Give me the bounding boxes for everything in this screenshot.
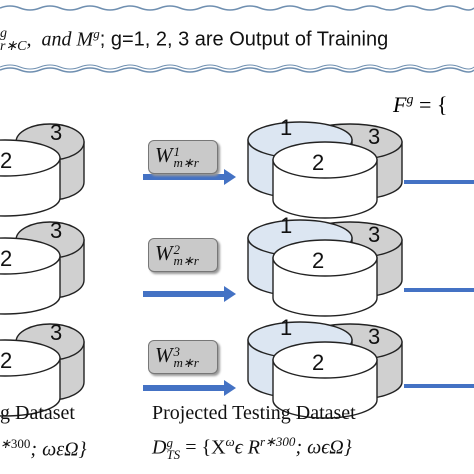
cylinder-label-3: 3 — [368, 324, 380, 349]
output-arrow-3 — [404, 384, 474, 388]
and-m-label: and M — [41, 28, 94, 51]
cylinder-label-3: 3 — [368, 124, 380, 149]
left-formula: ∗300; ωεΩ} — [0, 436, 87, 461]
right-caption: Projected Testing Dataset — [152, 402, 356, 424]
projection-arrow-2 — [143, 286, 236, 302]
projected-cylinder-group-3: 1 3 2 — [247, 315, 403, 419]
output-arrow-1 — [404, 180, 474, 184]
projected-cylinder-group-2: 1 3 2 — [247, 213, 403, 317]
cylinder-label-2: 2 — [312, 248, 324, 273]
cylinder-label-1: 1 — [280, 115, 292, 140]
cylinder-2 — [272, 141, 378, 219]
cylinder-2 — [272, 239, 378, 317]
projection-arrow-1 — [143, 169, 236, 185]
cylinder-2 — [0, 237, 61, 315]
banner-border-inner — [0, 64, 474, 70]
dataset-cylinder-group-3: 32 — [0, 320, 85, 417]
cylinder-2 — [272, 341, 378, 419]
cylinder-label-2: 2 — [312, 150, 324, 175]
cylinder-label-2: 2 — [0, 148, 12, 173]
projection-arrow-3 — [143, 380, 236, 396]
cylinder-label-2: 2 — [312, 350, 324, 375]
cylinder-2 — [0, 339, 61, 417]
cylinder-label-1: 1 — [280, 213, 292, 238]
cylinder-label-2: 2 — [0, 348, 12, 373]
output-arrow-2 — [404, 288, 474, 292]
cylinder-label-3: 3 — [50, 120, 62, 145]
banner-border-bottom — [0, 67, 474, 73]
cylinder-label-3: 3 — [368, 222, 380, 247]
cylinder-label-3: 3 — [50, 218, 62, 243]
cylinder-label-1: 1 — [280, 315, 292, 340]
banner-border — [0, 5, 474, 11]
dataset-cylinder-group-1: 32 — [0, 120, 85, 217]
left-caption: g Dataset — [0, 402, 75, 424]
dataset-cylinder-group-2: 32 — [0, 218, 85, 315]
m-sup: g — [93, 26, 100, 41]
cylinder-2 — [0, 139, 61, 217]
cylinder-label-3: 3 — [50, 320, 62, 345]
banner-rest: ; g=1, 2, 3 are Output of Training — [99, 28, 389, 51]
cylinder-label-2: 2 — [0, 246, 12, 271]
projected-cylinder-group-1: 1 3 2 — [247, 115, 403, 219]
output-formula: Fg = { — [393, 92, 448, 117]
